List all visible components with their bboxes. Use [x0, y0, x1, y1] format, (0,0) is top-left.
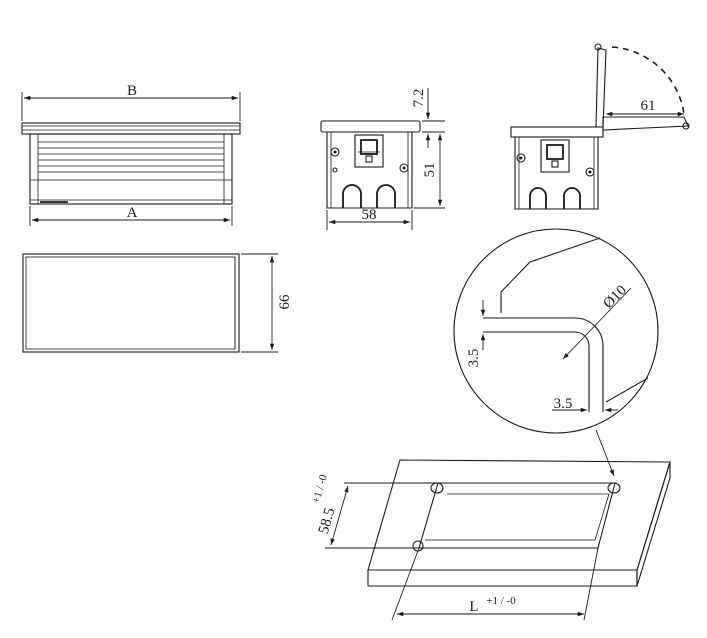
open-lid [595, 47, 607, 128]
dim-cut-w-label: 58.5 [316, 506, 339, 536]
open-view: 61 [510, 43, 690, 210]
detail-circle-outline [453, 228, 659, 434]
dim-gap-v-label: 3.5 [466, 349, 482, 368]
cutout-slab: 58.5 +1 / -0 L +1 / -0 [310, 459, 671, 621]
front-lid [21, 122, 241, 135]
dim-cut-w-tol-label: +1 / -0 [310, 473, 330, 505]
lid-swing-arc [611, 46, 685, 115]
dim-61-label: 61 [641, 98, 656, 114]
side-lid [320, 120, 421, 133]
side-body [326, 132, 413, 209]
front-louvers [38, 141, 224, 173]
dim-cut-l-label: L [469, 599, 478, 615]
side-socket [354, 134, 384, 168]
dim-gap-h-label: 3.5 [554, 396, 573, 412]
dim-58-label: 58 [362, 207, 377, 223]
slab-front [367, 569, 638, 587]
dim-66-label: 66 [277, 294, 293, 310]
top-view: 66 [22, 253, 293, 353]
dim-a-label: A [127, 205, 138, 221]
dim-fillet-label: Ø10 [600, 282, 630, 312]
slab-top [367, 459, 671, 571]
cutout-outer [418, 482, 616, 549]
dim-51-label: 51 [422, 163, 438, 178]
front-view: B A [21, 83, 241, 226]
lid-closed-ghost [602, 116, 689, 131]
top-outline [22, 253, 240, 353]
front-body [29, 133, 233, 205]
dim-7-2-label: 7.2 [411, 89, 427, 108]
dim-b-label: B [127, 83, 137, 99]
detail-circle: Ø10 3.5 3.5 [453, 228, 659, 477]
dim-cut-l-tol-label: +1 / -0 [486, 595, 516, 607]
slab-side [636, 461, 671, 587]
side-view: 7.2 51 58 [320, 88, 445, 230]
